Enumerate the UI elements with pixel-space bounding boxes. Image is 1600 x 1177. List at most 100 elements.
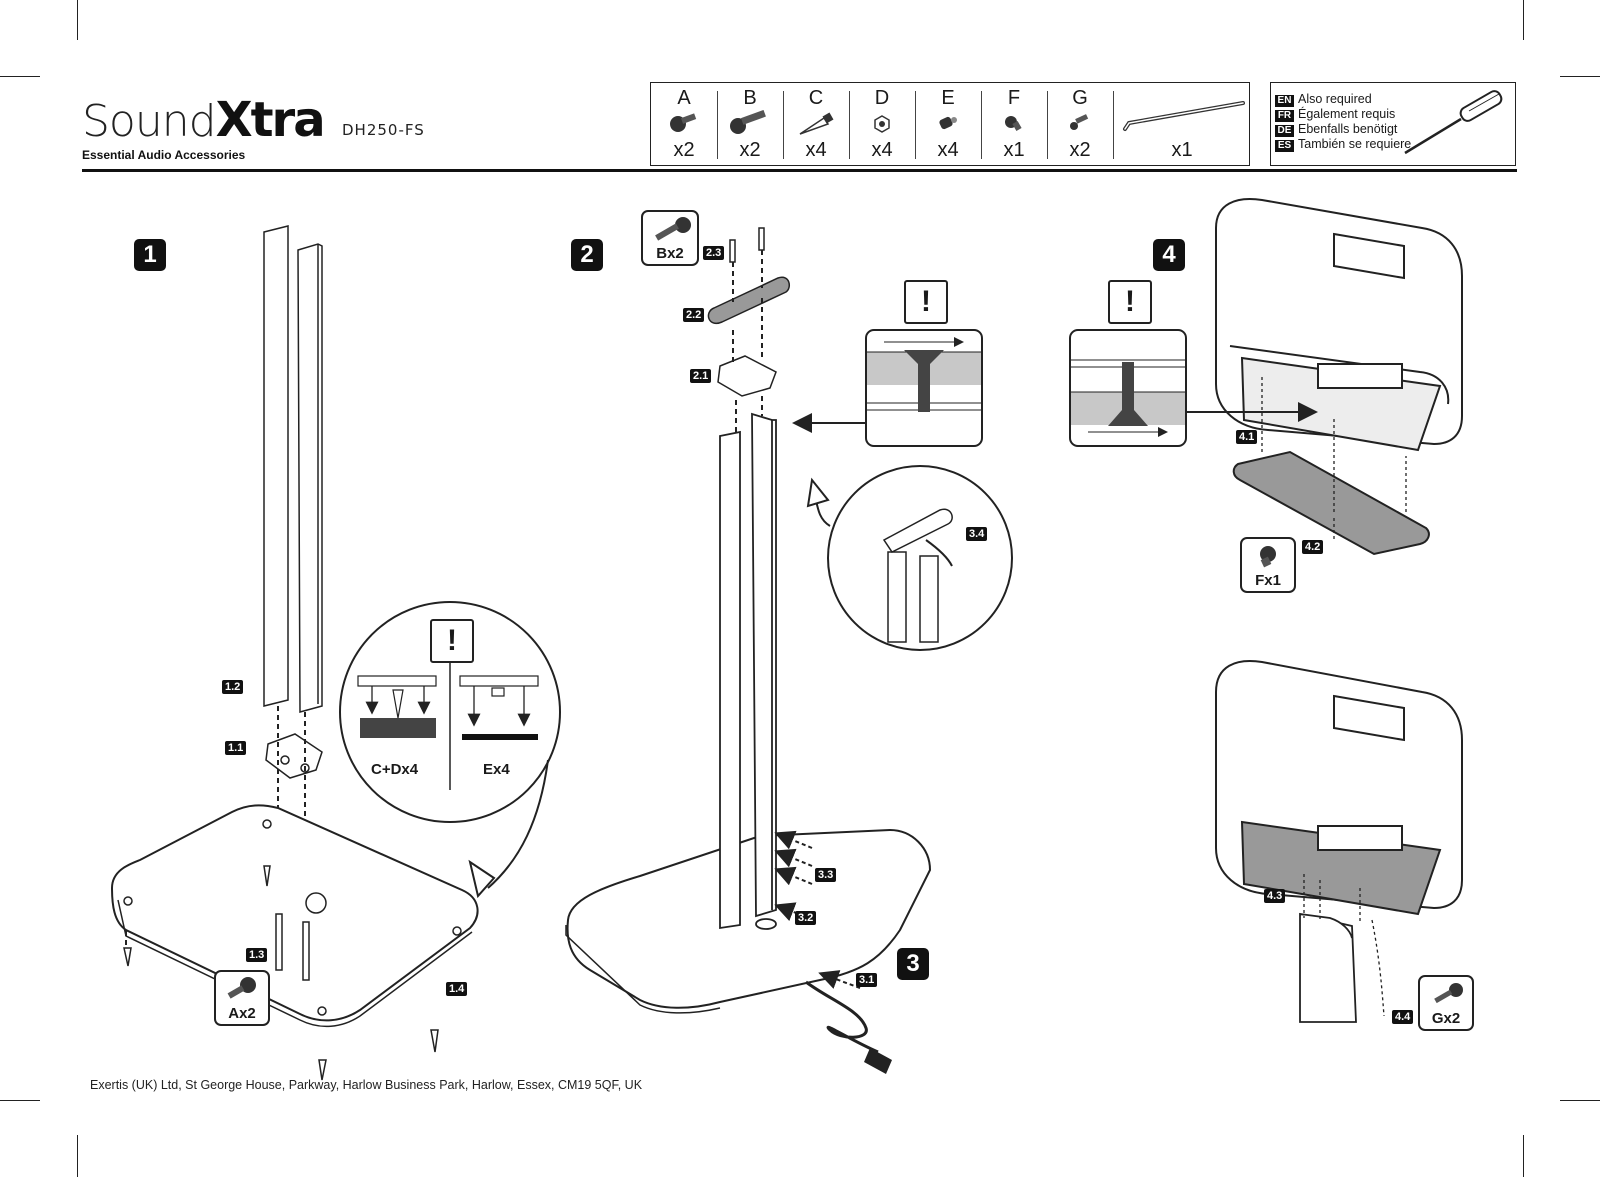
- substep-3-1: 3.1: [856, 973, 878, 987]
- substep-1-2: 1.2: [222, 680, 244, 694]
- divider: [1113, 91, 1114, 159]
- speaker-top: [1215, 198, 1463, 452]
- part-qty: x2: [1069, 139, 1091, 161]
- part-letter: E: [941, 87, 955, 109]
- stand-base: [566, 828, 932, 1009]
- hardware-tag-f: Fx1: [1240, 537, 1296, 593]
- speaker-plate-4-1: [1232, 450, 1430, 556]
- part-d: D x4: [851, 83, 913, 161]
- also-required-text: También se requiere: [1298, 137, 1412, 151]
- crop-mark: [1523, 0, 1524, 40]
- substep-4-4: 4.4: [1392, 1010, 1414, 1024]
- part-letter: F: [1007, 87, 1021, 109]
- column: [719, 412, 777, 930]
- substep-2-3: 2.3: [703, 246, 725, 260]
- screwdriver-icon: [1404, 90, 1503, 155]
- lang-code: DE: [1275, 125, 1294, 137]
- part-g: G x2: [1049, 83, 1111, 161]
- spikes: [123, 819, 462, 1081]
- hardware-tag-label: Gx2: [1431, 1010, 1461, 1027]
- bolts-1-3: [275, 892, 327, 981]
- divider: [1047, 91, 1048, 159]
- divider: [783, 91, 784, 159]
- substep-3-3: 3.3: [815, 868, 837, 882]
- part-c: C x4: [785, 83, 847, 161]
- hardware-tag-label: Fx1: [1255, 572, 1281, 589]
- substep-3-4: 3.4: [966, 527, 988, 541]
- foot-pad-icon: [939, 116, 957, 130]
- substep-1-1: 1.1: [225, 741, 247, 755]
- warning-icon: !: [1108, 280, 1152, 324]
- crop-mark: [0, 1100, 40, 1101]
- crop-mark: [77, 1135, 78, 1177]
- crop-mark: [0, 76, 40, 77]
- bolt-long-icon: [730, 110, 766, 134]
- pillar-halves: [263, 225, 323, 713]
- substep-2-1: 2.1: [690, 369, 712, 383]
- hardware-tag-a: Ax2: [214, 970, 270, 1026]
- callout-label-spikes: C+Dx4: [371, 761, 419, 778]
- hardware-tag-label: Bx2: [656, 245, 684, 262]
- top-plate-2-2: [707, 276, 791, 325]
- warning-mark: !: [447, 624, 457, 657]
- footer-address: Exertis (UK) Ltd, St George House, Parkw…: [90, 1078, 643, 1092]
- part-qty: x2: [739, 139, 761, 161]
- step-badge-1: 1: [134, 239, 166, 271]
- step-badge-2: 2: [571, 239, 603, 271]
- part-e: E x4: [917, 83, 979, 161]
- substep-4-1: 4.1: [1236, 430, 1258, 444]
- divider: [981, 91, 982, 159]
- brand-logo-sound: Sound: [82, 96, 217, 147]
- brand-logo: SoundXtra: [82, 92, 326, 148]
- column-top-4: [1299, 912, 1357, 1023]
- header-divider: [82, 169, 1517, 172]
- brand-logo-xtra: Xtra: [215, 92, 326, 148]
- bolts-2-3: [732, 250, 763, 432]
- lang-code: FR: [1275, 110, 1294, 122]
- crop-mark: [1560, 1100, 1600, 1101]
- screw-small-icon: [1434, 983, 1463, 1004]
- part-qty: x1: [1171, 139, 1193, 161]
- step-badge-4: 4: [1153, 239, 1185, 271]
- top-bracket-2-1: [717, 355, 777, 397]
- part-qty: x1: [1003, 139, 1025, 161]
- divider: [915, 91, 916, 159]
- part-letter: A: [677, 87, 691, 109]
- part-letter: G: [1072, 87, 1088, 109]
- substep-1-3: 1.3: [246, 948, 268, 962]
- hardware-tag-g: Gx2: [1418, 975, 1474, 1031]
- crop-mark: [1560, 76, 1600, 77]
- bolt-round-head-icon: [670, 113, 697, 132]
- part-letter: B: [743, 87, 757, 109]
- warning-mark: !: [1125, 285, 1135, 318]
- also-required-text: Également requis: [1298, 107, 1396, 121]
- divider: [849, 91, 850, 159]
- substep-1-4: 1.4: [446, 982, 468, 996]
- crop-mark: [1523, 1135, 1524, 1177]
- substep-2-2: 2.2: [683, 308, 705, 322]
- substep-3-2: 3.2: [795, 911, 817, 925]
- substep-4-2: 4.2: [1302, 540, 1324, 554]
- power-cable: [805, 980, 879, 1054]
- also-required-fr: FR Également requis: [1275, 107, 1395, 122]
- substep-4-3: 4.3: [1264, 889, 1286, 903]
- part-b: B x2: [719, 83, 781, 161]
- divider: [717, 91, 718, 159]
- parts-list: A x2 B x2 C x4 D x4 E x4 F x1 G x2 x: [650, 82, 1250, 166]
- part-qty: x4: [805, 139, 827, 161]
- spike-icon: [799, 112, 834, 135]
- part-letter: D: [874, 87, 890, 109]
- bracket-1-1: [265, 733, 323, 779]
- hardware-tag-label: Ax2: [228, 1005, 256, 1022]
- speaker-mounted: [1215, 660, 1463, 916]
- lang-code: EN: [1275, 95, 1294, 107]
- part-qty: x4: [937, 139, 959, 161]
- part-qty: x2: [673, 139, 695, 161]
- part-qty: x4: [871, 139, 893, 161]
- warning-icon: !: [904, 280, 948, 324]
